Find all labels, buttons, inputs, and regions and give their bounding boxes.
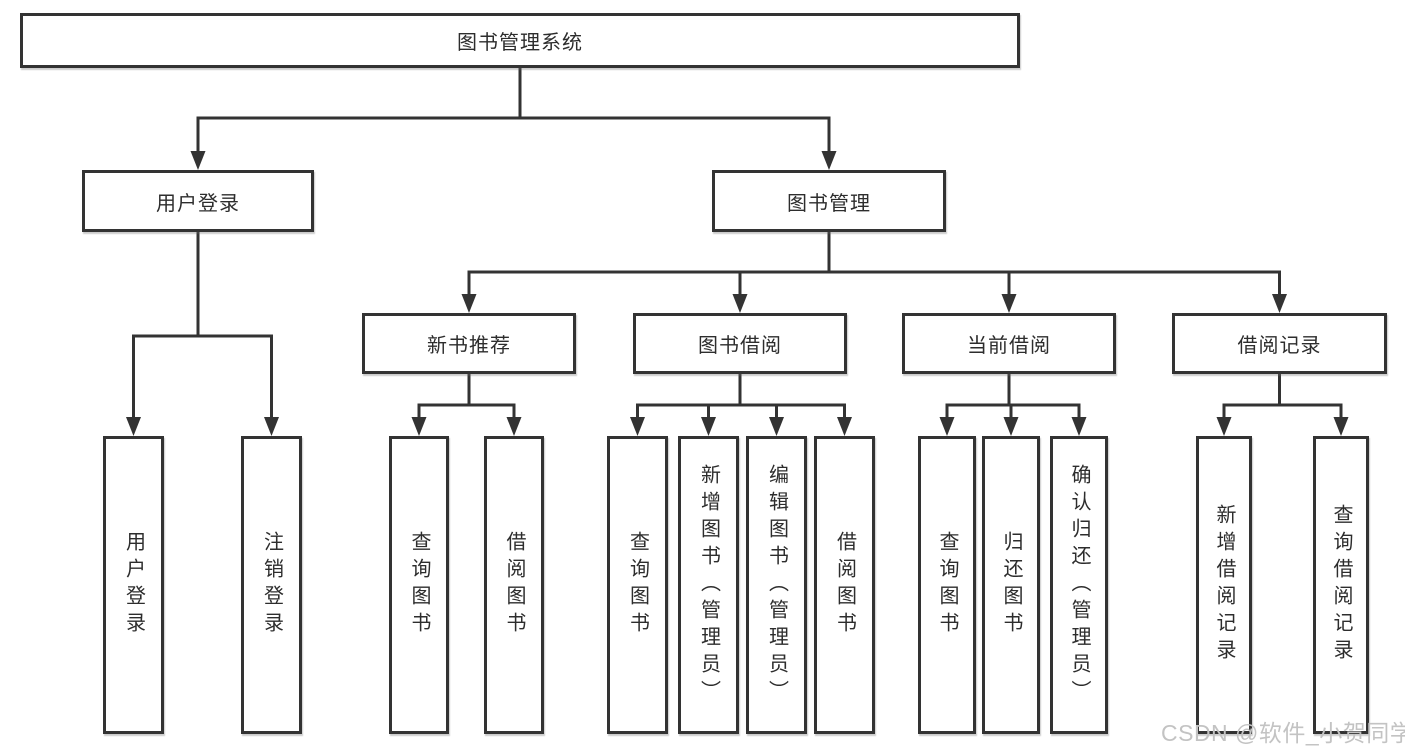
arrowhead-icon (1071, 417, 1087, 436)
node-leaf-logout: 注销登录 (241, 436, 302, 734)
node-label: 查询借阅记录 (1330, 504, 1352, 666)
node-cb-return: 归还图书 (982, 436, 1040, 734)
edge-user-login (126, 230, 279, 436)
node-new-book: 新书推荐 (362, 313, 576, 374)
node-current-borrow: 当前借阅 (902, 313, 1116, 374)
arrowhead-icon (769, 417, 784, 436)
node-label: 图书借阅 (698, 335, 782, 357)
edge-book-mgmt (461, 230, 1287, 313)
node-cb-confirm: 确认归还（管理员） (1050, 436, 1108, 734)
node-br-query: 查询借阅记录 (1313, 436, 1369, 734)
node-label: 借阅图书 (833, 531, 856, 639)
node-label: 查询图书 (408, 531, 430, 639)
node-user-login: 用户登录 (82, 170, 314, 232)
node-label: 用户登录 (156, 192, 240, 215)
arrowhead-icon (821, 151, 837, 170)
node-label: 编辑图书（管理员） (765, 463, 788, 707)
node-bb-edit: 编辑图书（管理员） (746, 436, 807, 734)
node-label: 图书管理系统 (457, 32, 583, 54)
node-label: 归还图书 (1000, 531, 1022, 639)
node-label: 用户登录 (122, 531, 145, 639)
node-root: 图书管理系统 (20, 13, 1020, 68)
arrowhead-icon (701, 417, 716, 436)
edge-current-borrow (939, 372, 1087, 436)
arrowhead-icon (461, 294, 477, 313)
node-br-add: 新增借阅记录 (1196, 436, 1252, 734)
node-borrow-record: 借阅记录 (1172, 313, 1387, 374)
arrowhead-icon (190, 151, 206, 170)
arrowhead-icon (630, 417, 645, 436)
node-label: 查询图书 (626, 531, 649, 639)
node-label: 查询图书 (936, 531, 958, 639)
arrowhead-icon (1001, 294, 1017, 313)
node-book-borrow: 图书借阅 (633, 313, 847, 374)
node-bb-query: 查询图书 (607, 436, 668, 734)
arrowhead-icon (1272, 294, 1287, 313)
arrowhead-icon (506, 417, 522, 436)
arrowhead-icon (1333, 417, 1349, 436)
edge-book-borrow (630, 372, 852, 436)
csdn-watermark: CSDN @软件_小贺同学 (1161, 720, 1405, 746)
node-bb-add: 新增图书（管理员） (678, 436, 739, 734)
arrowhead-icon (264, 417, 279, 436)
node-book-mgmt: 图书管理 (712, 170, 946, 232)
arrowhead-icon (1003, 417, 1019, 436)
node-label: 当前借阅 (967, 335, 1051, 357)
arrowhead-icon (939, 417, 955, 436)
arrowhead-icon (837, 417, 852, 436)
node-leaf-user-login: 用户登录 (103, 436, 164, 734)
node-nb-query: 查询图书 (389, 436, 449, 734)
node-label: 确认归还（管理员） (1068, 463, 1090, 707)
edge-root (190, 66, 837, 170)
edge-borrow-record (1216, 372, 1349, 436)
node-label: 借阅图书 (503, 531, 525, 639)
node-cb-query: 查询图书 (918, 436, 976, 734)
arrowhead-icon (411, 417, 427, 436)
arrowhead-icon (1216, 417, 1232, 436)
arrowhead-icon (732, 294, 748, 313)
node-label: 新增借阅记录 (1213, 504, 1235, 666)
node-label: 新书推荐 (427, 335, 511, 357)
node-bb-borrow: 借阅图书 (814, 436, 875, 734)
node-label: 借阅记录 (1237, 335, 1322, 357)
node-label: 图书管理 (787, 192, 871, 215)
arrowhead-icon (126, 417, 141, 436)
node-label: 注销登录 (260, 531, 283, 639)
node-label: 新增图书（管理员） (697, 463, 720, 707)
edge-new-book (411, 372, 522, 436)
node-nb-borrow: 借阅图书 (484, 436, 544, 734)
